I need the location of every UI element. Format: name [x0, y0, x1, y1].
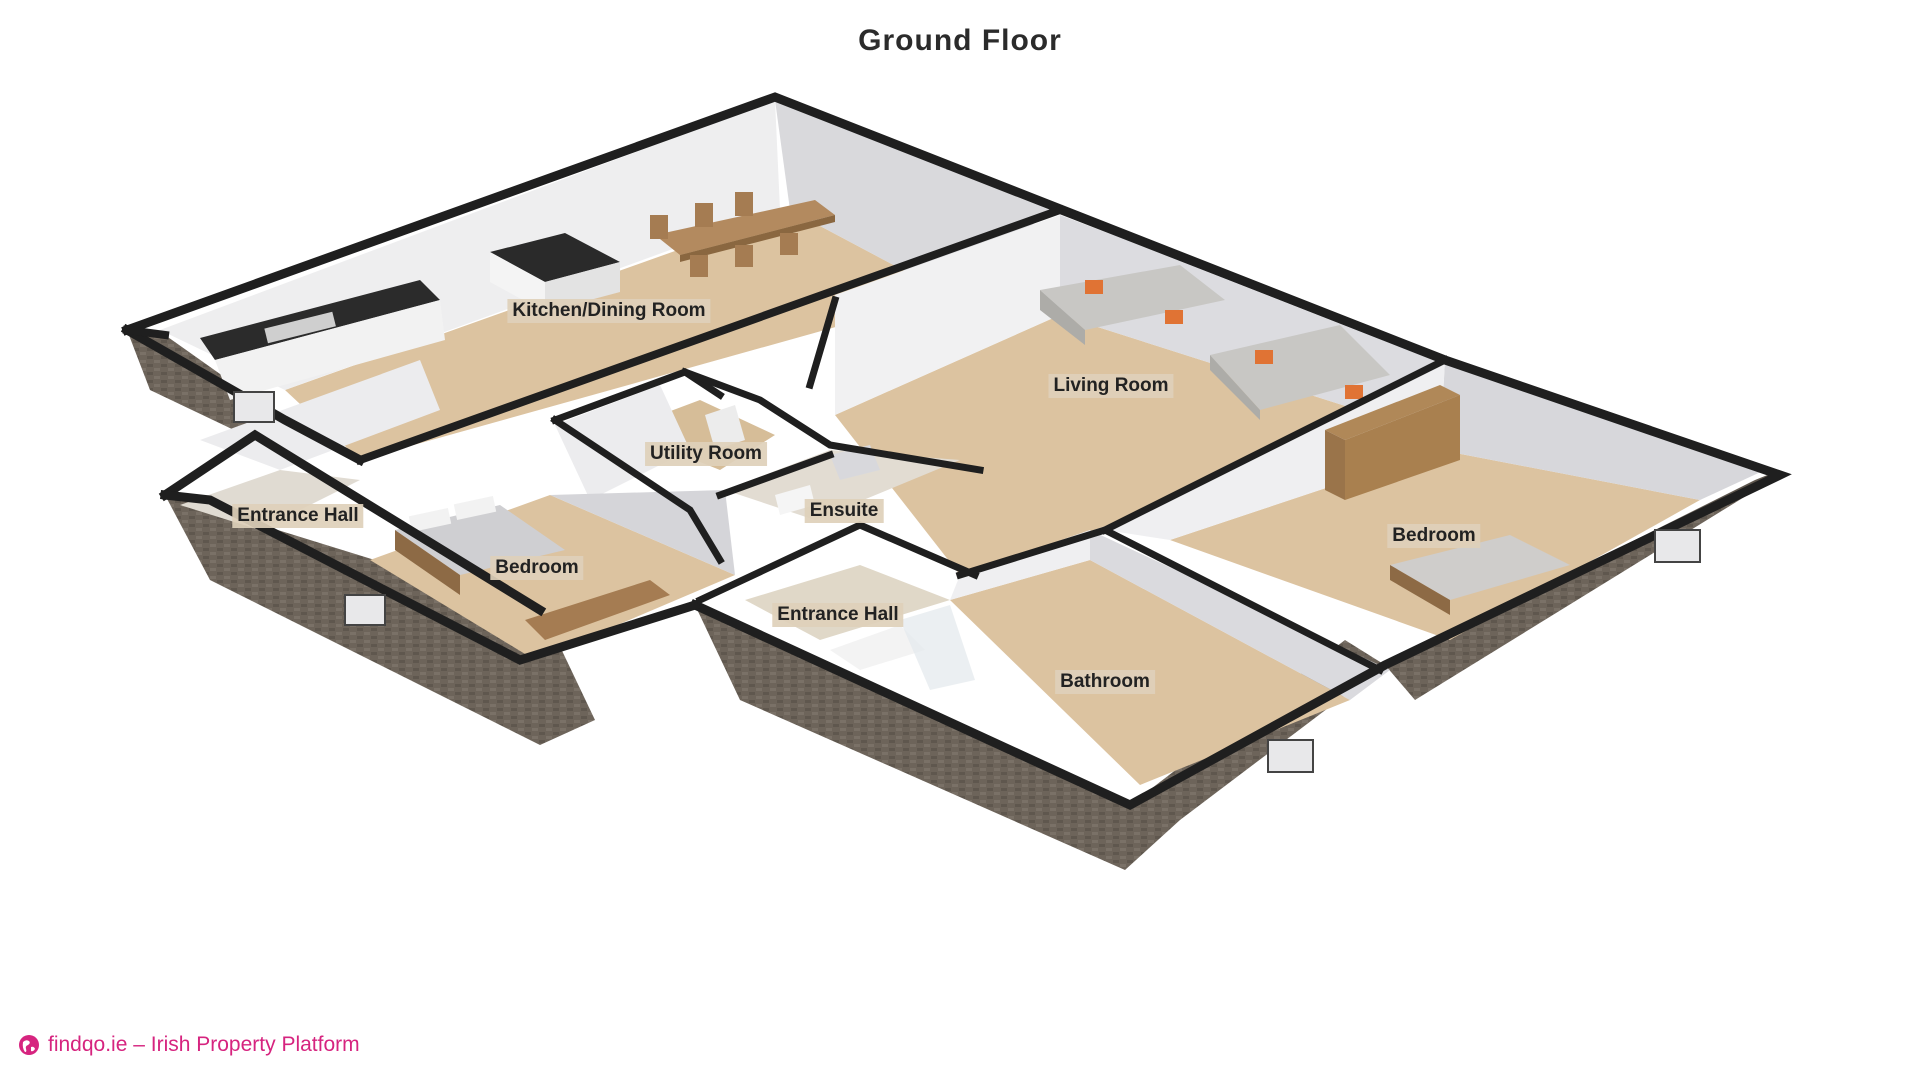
- dining-table: [650, 192, 835, 277]
- room-label-living: Living Room: [1048, 374, 1174, 398]
- room-label-ensuite: Ensuite: [804, 499, 884, 523]
- room-label-hall-left: Entrance Hall: [232, 504, 364, 528]
- room-label-utility: Utility Room: [645, 442, 767, 466]
- wall-tops: [120, 92, 1792, 811]
- sofa-right: [1210, 325, 1390, 420]
- desk-left: [525, 580, 670, 640]
- sofa-left: [1040, 265, 1225, 345]
- bathroom-fixtures: [830, 605, 975, 690]
- globe-icon: [19, 1035, 39, 1055]
- room-label-bedroom-left: Bedroom: [490, 556, 584, 580]
- room-label-bedroom-right: Bedroom: [1387, 524, 1481, 548]
- kitchen-counter: [200, 280, 445, 400]
- wardrobe: [1325, 385, 1460, 500]
- footer-link[interactable]: findqo.ie – Irish Property Platform: [48, 1033, 360, 1056]
- windows: [233, 391, 1701, 773]
- bed-right: [1390, 535, 1570, 615]
- footer-branding[interactable]: findqo.ie – Irish Property Platform: [18, 1031, 360, 1059]
- room-label-bathroom: Bathroom: [1055, 670, 1155, 694]
- room-label-hall-center: Entrance Hall: [772, 603, 904, 627]
- page-title: Ground Floor: [858, 24, 1062, 57]
- washing-machine: [705, 405, 745, 450]
- floor-hall-left: [180, 470, 360, 530]
- room-label-kitchen: Kitchen/Dining Room: [507, 299, 711, 323]
- floor-kitchen: [285, 210, 950, 460]
